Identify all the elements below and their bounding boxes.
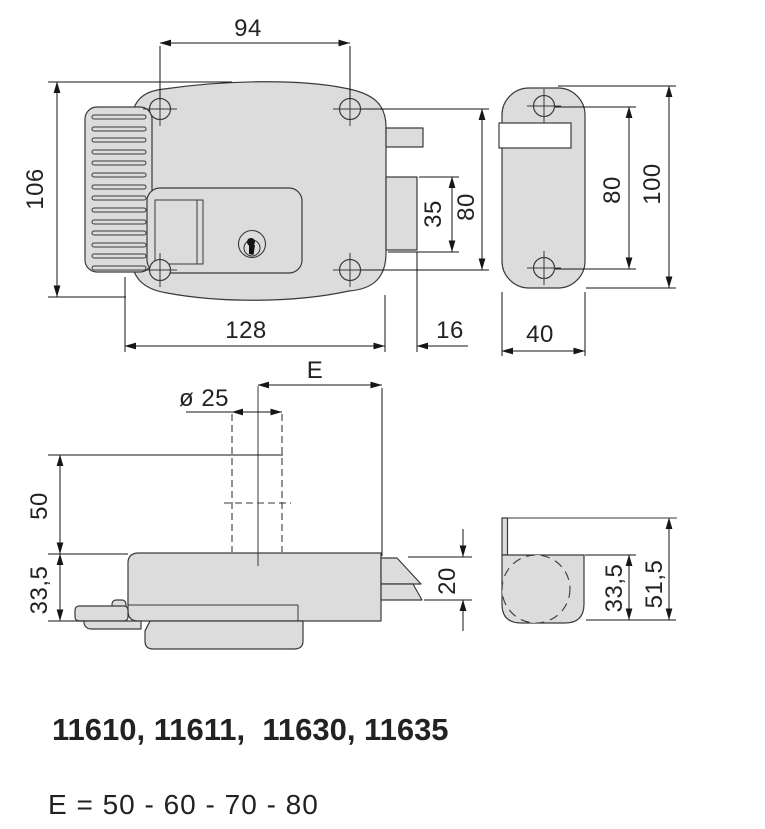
dim-20-label: 20 [434,567,461,595]
dimension-lines [53,39,673,631]
deadbolt-front [385,176,418,251]
dim-80-strike-label: 80 [599,176,626,204]
cylinder-centerlines [224,386,291,566]
strike-edge [501,517,509,556]
screw-holes-front [143,92,367,287]
inner-case-panel [146,187,303,274]
entry-spec: E = 50 - 60 - 70 - 80 [48,789,319,820]
strike-plate-view [498,87,586,289]
dim-33-5-plan-label: 33,5 [26,566,53,615]
dimension-labels: 94 106 80 35 128 16 E ø 25 50 33,5 20 40… [22,15,668,614]
dim-dia25-label: ø 25 [179,385,229,412]
model-numbers: 11610, 11611, 11630, 11635 [52,712,449,747]
fixing-tab-upper [385,127,424,148]
strike-slot [498,122,572,149]
case-plan [127,552,382,622]
key-cylinder [237,229,267,259]
dim-106-label: 106 [22,168,49,210]
extension-lines [48,46,676,622]
dim-E-label: E [307,357,324,384]
tab-flange [83,620,142,630]
footer: 11610, 11611, 11630, 11635 E = 50 - 60 -… [48,712,449,820]
plan-view [74,386,423,650]
under-case [144,620,304,650]
latch-slide [154,199,204,265]
dim-80-front-label: 80 [453,193,480,221]
dim-50-label: 50 [26,492,53,520]
dim-51-5-label: 51,5 [641,560,668,609]
dim-40-label: 40 [526,321,554,348]
deadbolt-plan [380,557,423,601]
cylinder-dashed-circle [501,554,571,624]
cable-tab [74,605,129,622]
dim-94-label: 94 [234,15,262,42]
screw-holes-strike [527,89,561,285]
dim-16-label: 16 [436,317,464,344]
vent-slats [91,114,147,271]
cylinder-boss [502,555,570,623]
section-view [501,517,677,624]
front-view [84,81,424,301]
dim-33-5-section-label: 33,5 [601,564,628,613]
dim-100-label: 100 [639,163,666,205]
dim-35-label: 35 [420,200,447,228]
dim-128-label: 128 [225,317,267,344]
